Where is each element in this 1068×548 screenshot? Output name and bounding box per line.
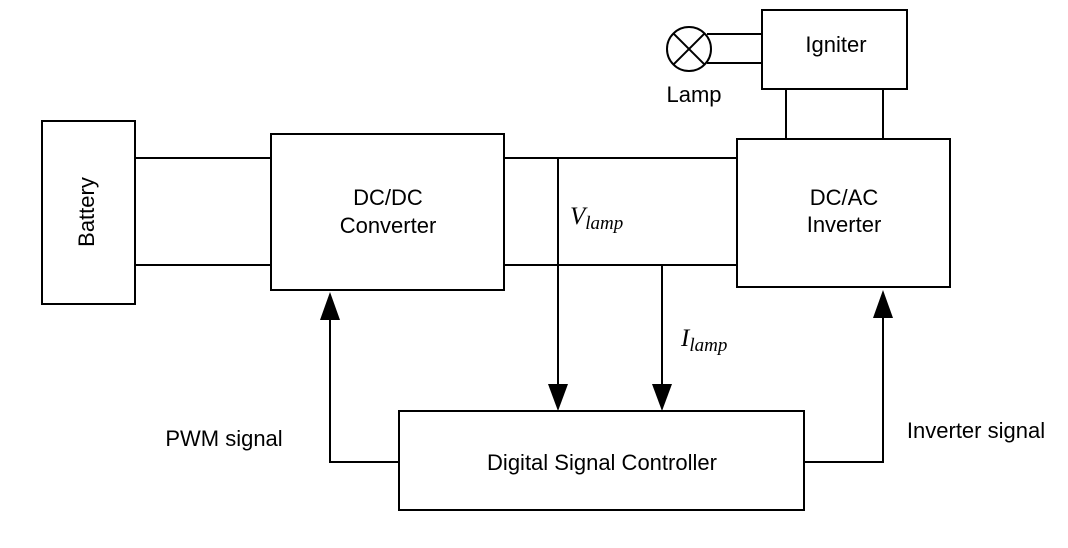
controller-label: Digital Signal Controller — [487, 450, 717, 475]
i-lamp-label: Ilamp — [680, 325, 727, 356]
inverter-signal-line — [804, 316, 884, 463]
pwm-signal-line — [329, 318, 399, 463]
battery-label: Battery — [74, 177, 99, 247]
dcac-label-line1: DC/AC — [810, 185, 879, 210]
v-lamp-label: Vlamp — [570, 203, 623, 234]
battery-block — [41, 120, 136, 305]
dcdc-converter-block — [270, 133, 505, 291]
v-lamp-subscript: lamp — [585, 213, 623, 234]
igniter-label: Igniter — [805, 32, 866, 57]
i-lamp-arrowhead — [652, 384, 672, 411]
lamp-label: Lamp — [666, 82, 721, 107]
digital-signal-controller-block — [398, 410, 805, 511]
igniter-block — [761, 9, 908, 90]
v-lamp-symbol: V — [570, 203, 588, 230]
dcac-inverter-block — [736, 138, 951, 288]
pwm-signal-label: PWM signal — [165, 426, 282, 451]
pwm-signal-arrowhead — [320, 292, 340, 320]
dcdc-label-line2: Converter — [340, 213, 437, 238]
dcac-label-line2: Inverter — [807, 212, 882, 237]
i-lamp-symbol: I — [680, 325, 691, 352]
inverter-signal-arrowhead — [873, 290, 893, 318]
dcdc-label-line1: DC/DC — [353, 185, 423, 210]
v-lamp-arrowhead — [548, 384, 568, 411]
inverter-signal-label: Inverter signal — [907, 418, 1045, 443]
i-lamp-subscript: lamp — [689, 335, 727, 356]
lamp-icon — [666, 26, 712, 72]
